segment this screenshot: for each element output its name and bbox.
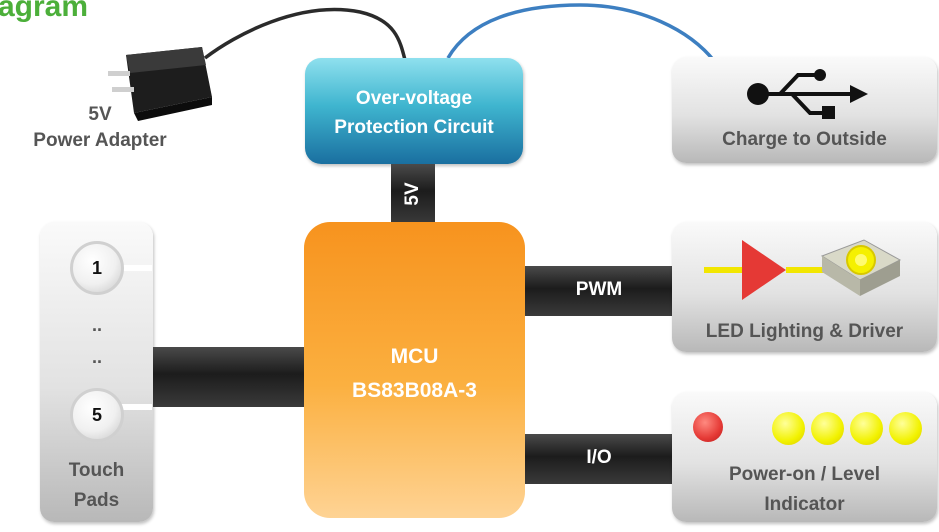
indicator-block: Power-on / Level Indicator [672,392,937,522]
ovp-line2: Protection Circuit [334,117,494,138]
touch-bus [153,347,304,407]
bus-5v-label: 5V [402,182,423,206]
adapter-label: 5V Power Adapter [0,102,200,154]
usb-cable [446,3,717,64]
level-led-3 [850,412,883,445]
touch-line1: Touch [68,460,125,481]
led-label: LED Lighting & Driver [705,321,904,342]
usb-block: Charge to Outside [672,57,937,163]
power-led-red [693,412,723,442]
led-block: LED Lighting & Driver [672,222,937,352]
touch-pad-1: 1 [70,241,124,295]
indicator-label: Power-on / Level Indicator [672,460,937,520]
bus-5v [391,164,435,224]
usb-label: Charge to Outside [722,129,887,150]
level-led-2 [811,412,844,445]
io-label: I/O [586,447,612,468]
mcu-line1: MCU [390,345,439,368]
usb-icon [747,69,868,119]
mcu-line2: BS83B08A-3 [352,379,477,402]
adapter-voltage: 5V [88,104,112,125]
pwm-bus [525,266,673,316]
bus-5v-label-box: 5V [391,164,435,224]
indicator-line2: Indicator [764,494,845,515]
power-adapter [104,45,224,125]
touch-pads-label: Touch Pads [40,456,153,516]
adapter-name: Power Adapter [33,130,167,151]
pad-ellipsis-2: .. [91,347,102,367]
diagram-title: agram [0,0,89,23]
level-led-1 [772,412,805,445]
mcu-block: MCU BS83B08A-3 [304,222,525,518]
pad-ellipsis-1: .. [91,315,102,335]
pad1-connector [110,265,152,271]
pad5-connector [110,404,152,410]
power-adapter-icon [108,47,212,121]
led-driver-icon [704,239,902,300]
touch-line2: Pads [73,490,120,511]
indicator-line1: Power-on / Level [729,464,880,485]
ovp-line1: Over-voltage [355,88,473,109]
level-led-4 [889,412,922,445]
adapter-cable [203,7,407,61]
ovp-block: Over-voltage Protection Circuit [305,58,523,164]
touch-pad-5: 5 [70,388,124,442]
pwm-label: PWM [575,279,623,300]
io-bus [525,434,673,484]
